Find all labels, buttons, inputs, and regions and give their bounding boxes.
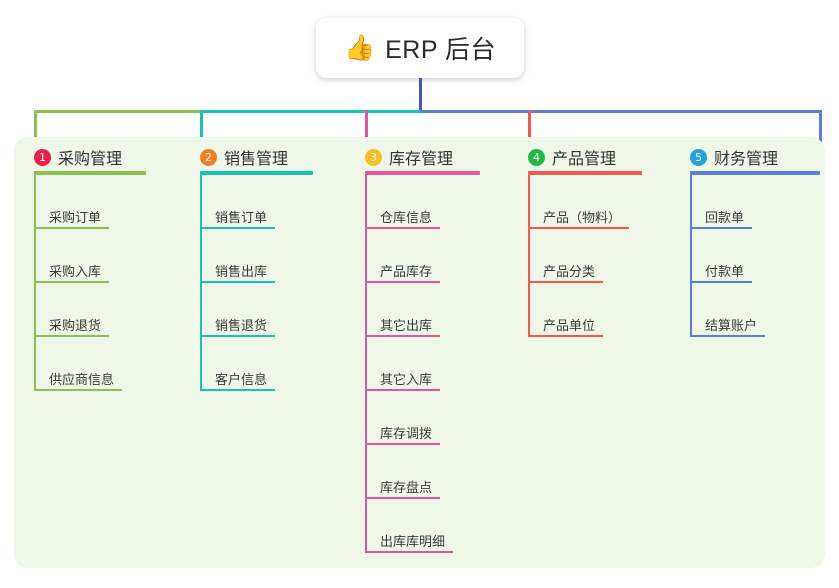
drop-line-3 [364, 110, 368, 151]
branch-badge-4: 4 [528, 148, 545, 166]
branch-title-3: 库存管理 [389, 151, 454, 168]
branch-spine-3 [365, 175, 367, 551]
branch-badge-5: 5 [690, 148, 707, 166]
leaf-rule [200, 281, 275, 283]
leaf-label: 供应商信息 [49, 372, 115, 387]
leaf-label: 产品库存 [380, 264, 433, 279]
leaf-rule [200, 335, 275, 337]
leaf-label: 结算账户 [705, 318, 758, 333]
branch-rule-2 [200, 171, 313, 175]
branch-spine-4 [528, 175, 530, 335]
branch-header-1[interactable]: 1 采购管理 [34, 145, 122, 169]
leaf-rule [365, 335, 440, 337]
branch-rule-3 [365, 171, 480, 175]
branch-header-2[interactable]: 2 销售管理 [200, 145, 288, 169]
leaf-label: 产品分类 [543, 264, 596, 279]
drop-line-5 [818, 110, 822, 151]
drop-line-1 [33, 110, 37, 151]
leaf-rule [34, 281, 109, 283]
drop-line-4 [527, 110, 531, 151]
leaf-rule [365, 497, 440, 499]
leaf-rule [528, 227, 629, 229]
leaf-label: 产品（物料） [543, 210, 622, 225]
branch-badge-1: 1 [34, 148, 51, 166]
leaf-label: 库存调拨 [380, 426, 433, 441]
branch-title-1: 采购管理 [58, 151, 123, 168]
leaf-rule [690, 335, 765, 337]
leaf-rule [34, 227, 109, 229]
drop-line-2 [199, 110, 203, 151]
branch-rule-5 [690, 171, 820, 175]
branches-panel: 1 采购管理采购订单采购入库采购退货供应商信息 2 销售管理销售订单销售出库销售退货客… [14, 137, 825, 568]
branch-rule-1 [34, 171, 146, 175]
branch-title-4: 产品管理 [552, 151, 617, 168]
leaf-rule [365, 389, 440, 391]
branch-header-4[interactable]: 4 产品管理 [528, 145, 616, 169]
root-node[interactable]: 👍 ERP 后台 [316, 18, 524, 78]
leaf-rule [365, 227, 440, 229]
leaf-label: 销售退货 [215, 318, 268, 333]
leaf-rule [365, 281, 440, 283]
leaf-rule [690, 227, 752, 229]
branch-badge-2: 2 [200, 148, 217, 166]
branch-rule-4 [528, 171, 642, 175]
root-title: ERP 后台 [385, 36, 497, 64]
branch-header-5[interactable]: 5 财务管理 [690, 145, 778, 169]
branch-title-5: 财务管理 [714, 151, 779, 168]
leaf-label: 销售出库 [215, 264, 268, 279]
leaf-label: 库存盘点 [380, 480, 433, 495]
branch-title-2: 销售管理 [224, 151, 289, 168]
leaf-rule [690, 281, 752, 283]
leaf-rule [528, 335, 603, 337]
branch-badge-3: 3 [365, 148, 382, 166]
leaf-label: 其它出库 [380, 318, 433, 333]
leaf-rule [200, 227, 275, 229]
leaf-rule [365, 443, 440, 445]
leaf-label: 采购订单 [49, 210, 102, 225]
leaf-label: 采购退货 [49, 318, 102, 333]
branch-spine-5 [690, 175, 692, 335]
leaf-label: 销售订单 [215, 210, 268, 225]
leaf-rule [34, 389, 122, 391]
leaf-label: 客户信息 [215, 372, 268, 387]
leaf-rule [34, 335, 109, 337]
leaf-rule [365, 551, 453, 553]
trunk-segment-2 [201, 110, 420, 113]
branch-header-3[interactable]: 3 库存管理 [365, 145, 453, 169]
leaf-label: 回款单 [705, 210, 745, 225]
trunk-segment-3 [420, 110, 820, 113]
leaf-label: 付款单 [705, 264, 745, 279]
root-stem [418, 78, 422, 113]
leaf-label: 产品单位 [543, 318, 596, 333]
leaf-label: 采购入库 [49, 264, 102, 279]
leaf-label: 出库库明细 [380, 534, 446, 549]
leaf-label: 仓库信息 [380, 210, 433, 225]
leaf-label: 其它入库 [380, 372, 433, 387]
leaf-rule [200, 389, 275, 391]
leaf-rule [528, 281, 603, 283]
thumbs-up-icon: 👍 [343, 33, 376, 62]
trunk-segment-1 [35, 110, 201, 113]
